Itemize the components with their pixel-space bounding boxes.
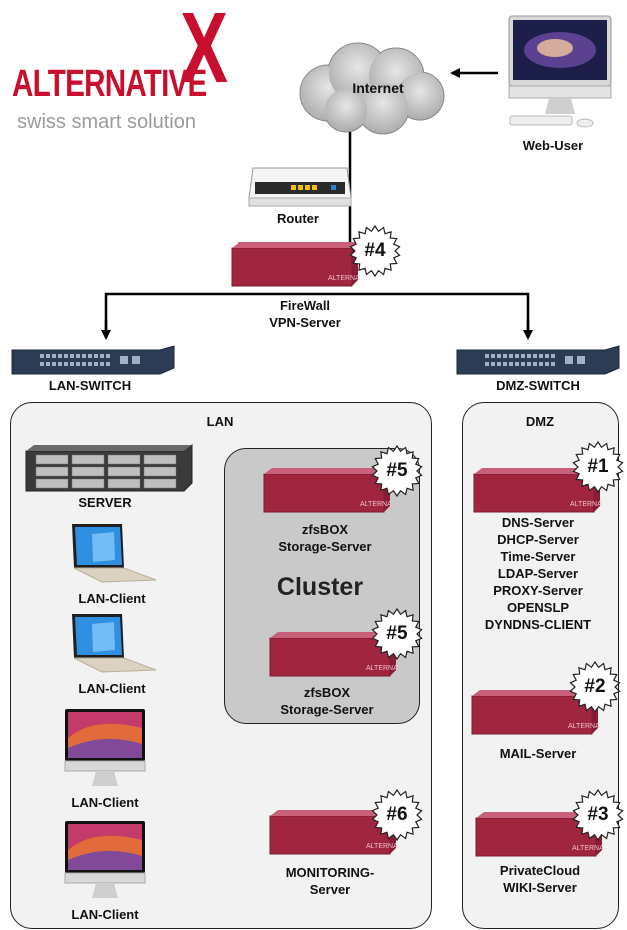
storage-server-label: zfsBOX Storage-Server xyxy=(280,685,374,717)
svg-text:ALTERNATIVE: ALTERNATIVE xyxy=(572,845,604,852)
web-user-label: Web-User xyxy=(522,138,584,153)
imac-icon xyxy=(64,820,146,902)
dmz-title: DMZ xyxy=(525,414,555,429)
svg-text:ALTERNATIVE: ALTERNATIVE xyxy=(366,665,398,672)
dmz-switch-icon xyxy=(455,344,620,376)
lan-client-label: LAN-Client xyxy=(71,907,139,922)
monitoring-appliance-icon: ALTERNATIVE xyxy=(268,808,413,860)
firewall-appliance-icon: ALTERNATIVE xyxy=(230,240,375,292)
badge-6: #6 xyxy=(370,788,424,842)
internet-label: Internet xyxy=(352,80,404,96)
lan-client-label: LAN-Client xyxy=(78,681,146,696)
firewall-label: FireWall VPN-Server xyxy=(269,298,341,330)
internet-cloud-icon xyxy=(299,42,445,135)
lan-switch-label: LAN-SWITCH xyxy=(48,378,132,393)
server-rack-icon xyxy=(24,443,194,493)
svg-text:ALTERNATIVE: ALTERNATIVE xyxy=(360,501,392,508)
web-user-computer-icon xyxy=(505,14,615,139)
lan-switch-icon xyxy=(10,344,175,376)
lan-client-label: LAN-Client xyxy=(78,591,146,606)
router-icon xyxy=(245,160,355,210)
logo-wordmark: ALTERNATIVE xyxy=(12,63,207,105)
svg-text:ALTERNATIVE: ALTERNATIVE xyxy=(568,723,600,730)
svg-text:ALTERNATIVE: ALTERNATIVE xyxy=(366,843,398,850)
badge-5: #5 xyxy=(370,607,424,661)
laptop-icon xyxy=(62,522,158,584)
imac-icon xyxy=(64,708,146,790)
cluster-title: Cluster xyxy=(276,573,364,601)
logo: X ALTERNATIVE swiss smart solution xyxy=(10,0,238,137)
badge-2: #2 xyxy=(568,660,622,714)
storage-server-label: zfsBOX Storage-Server xyxy=(278,522,372,554)
logo-tagline: swiss smart solution xyxy=(17,111,196,133)
lan-client-label: LAN-Client xyxy=(71,795,139,810)
cloud-server-label: PrivateCloud WIKI-Server xyxy=(499,863,581,895)
svg-text:ALTERNATIVE: ALTERNATIVE xyxy=(328,275,360,282)
router-label: Router xyxy=(277,211,319,226)
badge-1: #1 xyxy=(571,440,625,494)
dmz-services-label: DNS-Server DHCP-Server Time-Server LDAP-… xyxy=(484,515,592,632)
monitoring-server-label: MONITORING- Server xyxy=(285,865,375,897)
svg-text:ALTERNATIVE: ALTERNATIVE xyxy=(570,501,602,508)
badge-3: #3 xyxy=(571,788,625,842)
server-label: SERVER xyxy=(78,495,132,510)
lan-title: LAN xyxy=(206,414,234,429)
laptop-icon xyxy=(62,612,158,674)
mail-server-label: MAIL-Server xyxy=(499,746,577,761)
logo-x-letter: X xyxy=(180,0,229,104)
badge-4: #4 xyxy=(348,224,402,278)
firewall-to-switches-line xyxy=(104,292,530,335)
badge-5: #5 xyxy=(370,444,424,498)
dmz-switch-label: DMZ-SWITCH xyxy=(496,378,580,393)
